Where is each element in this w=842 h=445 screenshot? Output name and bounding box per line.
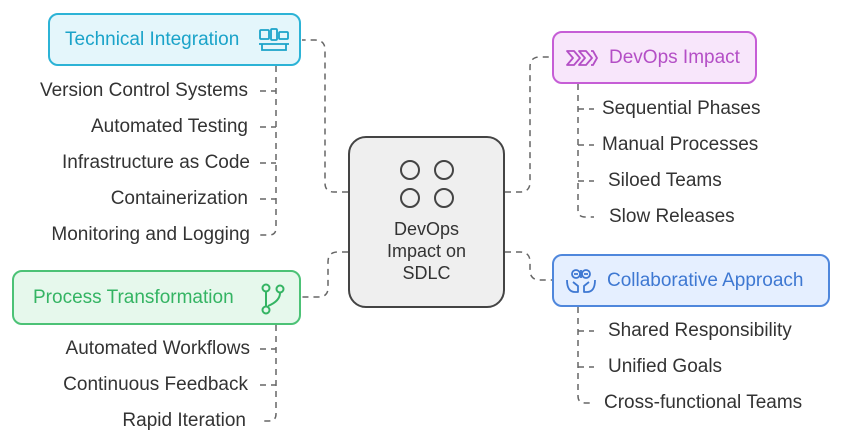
technical-item: Version Control Systems — [39, 80, 248, 101]
collab-item: Unified Goals — [608, 356, 723, 377]
process-transformation-node[interactable]: Process Transformation — [12, 270, 301, 325]
devops-item: Manual Processes — [602, 134, 759, 155]
technical-item: Infrastructure as Code — [62, 152, 250, 173]
team-brain-icon — [566, 268, 596, 293]
collaborative-approach-node[interactable]: Collaborative Approach — [552, 254, 830, 307]
process-item: Rapid Iteration — [122, 410, 246, 431]
git-branch-icon — [261, 283, 285, 315]
devops-item: Sequential Phases — [602, 98, 761, 119]
collab-item: Cross-functional Teams — [604, 392, 803, 413]
chevrons-right-icon — [566, 49, 598, 66]
devices-icon — [259, 28, 289, 51]
devops-impact-node[interactable]: DevOps Impact — [552, 31, 757, 84]
link-center-process — [302, 251, 348, 298]
collaborative-approach-title: Collaborative Approach — [607, 269, 804, 291]
technical-item: Containerization — [110, 188, 248, 209]
trunk-technical — [260, 66, 277, 236]
devops-item: Siloed Teams — [608, 170, 722, 191]
technical-item: Automated Testing — [90, 116, 248, 137]
technical-integration-node[interactable]: Technical Integration — [48, 13, 301, 66]
four-circles-icon — [399, 160, 454, 208]
trunk-process — [260, 325, 277, 422]
process-item: Continuous Feedback — [63, 374, 248, 395]
process-item: Automated Workflows — [65, 338, 250, 359]
devops-item: Slow Releases — [609, 206, 735, 227]
trunk-devops — [577, 84, 594, 218]
link-center-technical — [302, 39, 348, 193]
devops-impact-title: DevOps Impact — [609, 46, 740, 68]
technical-integration-title: Technical Integration — [65, 28, 240, 50]
trunk-collab — [577, 307, 594, 404]
center-label: DevOps Impact on SDLC — [386, 219, 467, 283]
link-center-devops — [505, 56, 552, 193]
link-center-collab — [505, 251, 552, 281]
process-transformation-title: Process Transformation — [33, 286, 234, 308]
center-node[interactable]: DevOps Impact on SDLC — [348, 136, 505, 308]
collab-item: Shared Responsibility — [608, 320, 792, 341]
technical-item: Monitoring and Logging — [51, 224, 250, 245]
